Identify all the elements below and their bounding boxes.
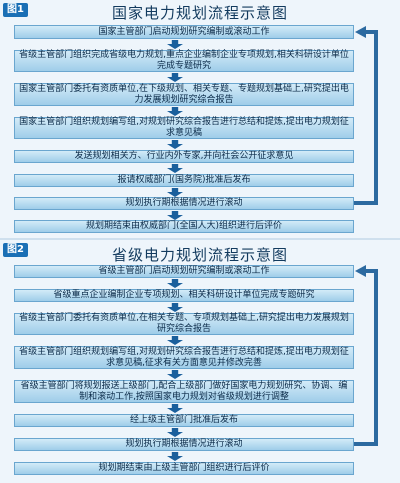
flow-arrow-6 [167, 428, 183, 437]
figure-2-badge: 图2 [3, 243, 28, 257]
flow-step-4: 省级主管部门组织规划编写组,对规划研究综合报告进行总结和提炼,提出电力规划征求意… [14, 346, 354, 369]
flow-arrow-5 [167, 164, 183, 173]
flow-step-3: 省级主管部门委托有资质单位,在相关专题、专项规划基础上,研究提出电力发展规划研究… [14, 313, 354, 335]
figure-1-national-flow: 图1 国家电力规划流程示意图 国家主管部门启动规划研究编制或滚动工作 省级主管部… [0, 0, 400, 238]
flow-step-6: 报请权威部门(国务院)批准后发布 [14, 174, 354, 187]
flow-step-3: 国家主管部门委托有资质单位,在下级规划、相关专题、专题规划基础上,研究提出电力发… [14, 83, 354, 106]
flow-arrow-2 [167, 73, 183, 82]
flow-step-8: 规划期结束由权威部门(全国人大)组织进行后评价 [14, 220, 354, 233]
flow-step-4: 国家主管部门组织规划编写组,对规划研究综合报告进行总结和提炼,提出电力规划征求意… [14, 117, 354, 139]
flow-step-1: 国家主管部门启动规划研究编制或滚动工作 [14, 25, 354, 39]
flow-step-2: 省级重点企业编制企业专项规划、相关科研设计单位完成专题研究 [14, 289, 354, 302]
flow-arrow-3 [167, 107, 183, 116]
flow-arrow-5 [167, 404, 183, 413]
flow-step-8: 规划期结束由上级主管部门组织进行后评价 [14, 462, 354, 475]
figure-1-title: 国家电力规划流程示意图 [111, 4, 288, 22]
flow-step-7: 规划执行期根据情况进行滚动 [14, 438, 354, 451]
flow-step-2: 省级主管部门组织完成省级电力规划,重点企业编制企业专项规划,相关科研设计单位完成… [14, 50, 354, 72]
flow-arrow-4 [167, 370, 183, 379]
flow-arrow-1 [167, 40, 183, 49]
figure-2-title: 省级电力规划流程示意图 [111, 246, 288, 264]
flow-step-5: 发送规划相关方、行业内外专家,并向社会公开征求意见 [14, 150, 354, 163]
flow-arrow-7 [167, 452, 183, 461]
flow-step-7: 规划执行期根据情况进行滚动 [14, 197, 354, 210]
figure-1-feedback-loop [354, 26, 378, 205]
flow-step-5: 省级主管部门将规划报送上级部门,配合上级部门做好国家电力规划研究、协调、编制和滚… [14, 380, 354, 403]
flow-arrow-2 [167, 303, 183, 312]
figure-divider [0, 238, 400, 240]
flow-arrow-6 [167, 188, 183, 197]
flow-arrow-3 [167, 336, 183, 345]
figure-2-provincial-flow: 图2 省级电力规划流程示意图 省级主管部门启动规划研究编制或滚动工作 省级重点企… [0, 240, 400, 483]
figure-2-feedback-loop [354, 265, 378, 446]
flow-arrow-7 [167, 211, 183, 220]
flow-step-6: 经上级主管部门批准后发布 [14, 414, 354, 427]
flow-step-1: 省级主管部门启动规划研究编制或滚动工作 [14, 265, 354, 278]
flow-arrow-4 [167, 140, 183, 149]
figure-1-badge: 图1 [3, 3, 28, 17]
flow-arrow-1 [167, 279, 183, 288]
